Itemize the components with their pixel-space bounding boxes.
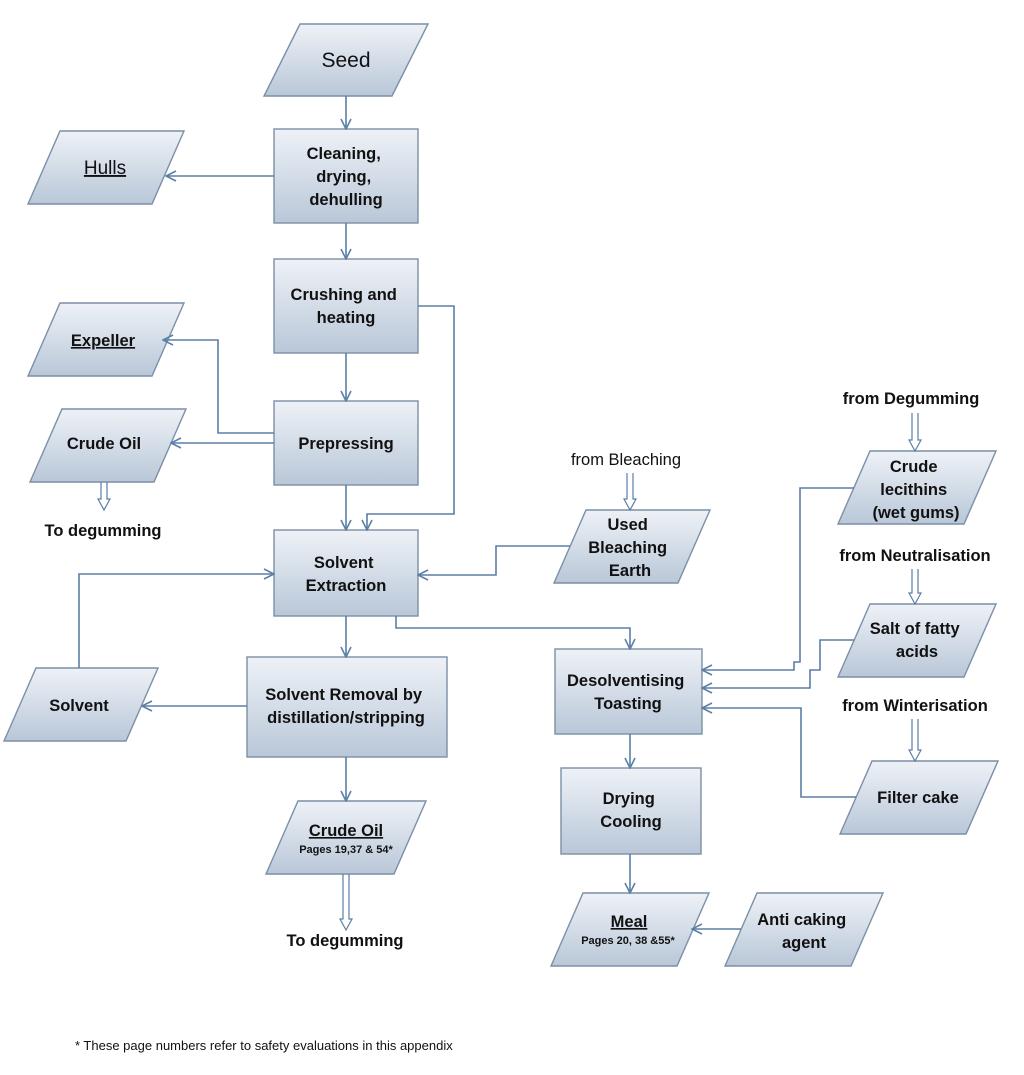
from-bleaching-label: from Bleaching	[571, 451, 681, 469]
meal-pages: Pages 20, 38 &55*	[581, 935, 675, 947]
used-bleaching-earth-label: Used Bleaching Earth	[588, 516, 671, 580]
arrow-solvent-extraction	[78, 574, 274, 668]
hulls-label: Hulls	[84, 158, 126, 179]
expeller-label: Expeller	[71, 332, 136, 350]
filter-cake-shape	[838, 760, 1000, 835]
cleaning-label: Cleaning, drying, dehulling	[307, 145, 386, 209]
arrow-lecithins-desolventising	[702, 487, 854, 670]
prepressing-box	[273, 400, 419, 486]
prepressing-label: Prepressing	[298, 435, 393, 453]
hollow-arrow-crudeoil2-degumming	[338, 874, 354, 932]
meal-shape	[549, 892, 711, 967]
from-degumming-label: from Degumming	[843, 390, 980, 408]
hollow-arrow-bleaching	[622, 473, 638, 512]
drying-cooling-label: Drying Cooling	[600, 790, 661, 831]
to-degumming-1-label: To degumming	[44, 522, 161, 540]
arrow-crushing-extraction	[367, 305, 455, 530]
solvent-extraction-label: Solvent Extraction	[306, 554, 387, 595]
from-neutralisation-label: from Neutralisation	[839, 547, 990, 565]
to-degumming-2-label: To degumming	[286, 932, 403, 950]
used-bleaching-earth-shape	[552, 509, 712, 584]
solvent-extraction-box	[273, 529, 419, 617]
crude-lecithins-label: Crude lecithins (wet gums)	[872, 458, 959, 522]
seed-shape	[262, 23, 430, 97]
meal-label: Meal	[611, 913, 648, 931]
solvent-removal-label: Solvent Removal by distillation/strippin…	[265, 686, 426, 727]
arrow-bleaching-extraction	[418, 545, 570, 575]
footnote: * These page numbers refer to safety eva…	[75, 1038, 453, 1053]
crude-lecithins-shape	[836, 450, 998, 525]
crushing-label: Crushing and heating	[291, 286, 402, 327]
solvent-shape	[2, 667, 160, 742]
hollow-arrow-winterisation	[907, 719, 923, 763]
solvent-label: Solvent	[49, 697, 109, 715]
seed-label: Seed	[321, 49, 370, 72]
arrow-salt-desolventising	[702, 639, 854, 688]
drying-cooling-box	[560, 767, 702, 855]
desolventising-label: Desolventising Toasting	[567, 672, 689, 713]
crude-oil-1-label: Crude Oil	[67, 435, 141, 453]
crude-oil-2-shape	[264, 800, 428, 875]
solvent-removal-box	[246, 656, 448, 758]
expeller-shape	[26, 302, 186, 377]
crude-oil-2-pages: Pages 19,37 & 54*	[299, 844, 393, 856]
salt-fatty-acids-label: Salt of fatty acids	[870, 620, 964, 661]
arrow-filtercake-desolventising	[702, 708, 856, 798]
salt-fatty-acids-shape	[836, 603, 998, 678]
hollow-arrow-neutralisation	[907, 569, 923, 606]
cleaning-box	[273, 128, 419, 224]
hollow-arrow-crudeoil1-degumming	[96, 482, 112, 512]
arrow-prepressing-expeller	[163, 340, 274, 434]
anti-caking-shape	[723, 892, 885, 967]
filter-cake-label: Filter cake	[877, 789, 959, 807]
desolventising-box	[554, 648, 703, 735]
crushing-box	[273, 258, 419, 354]
crude-oil-2-label: Crude Oil	[309, 822, 383, 840]
from-winterisation-label: from Winterisation	[842, 697, 988, 715]
arrow-extraction-desolventising	[395, 616, 630, 649]
hollow-arrow-degumming	[907, 413, 923, 453]
anti-caking-label: Anti caking agent	[757, 911, 851, 952]
hulls-shape	[26, 130, 186, 205]
crude-oil-1-shape	[28, 408, 188, 483]
